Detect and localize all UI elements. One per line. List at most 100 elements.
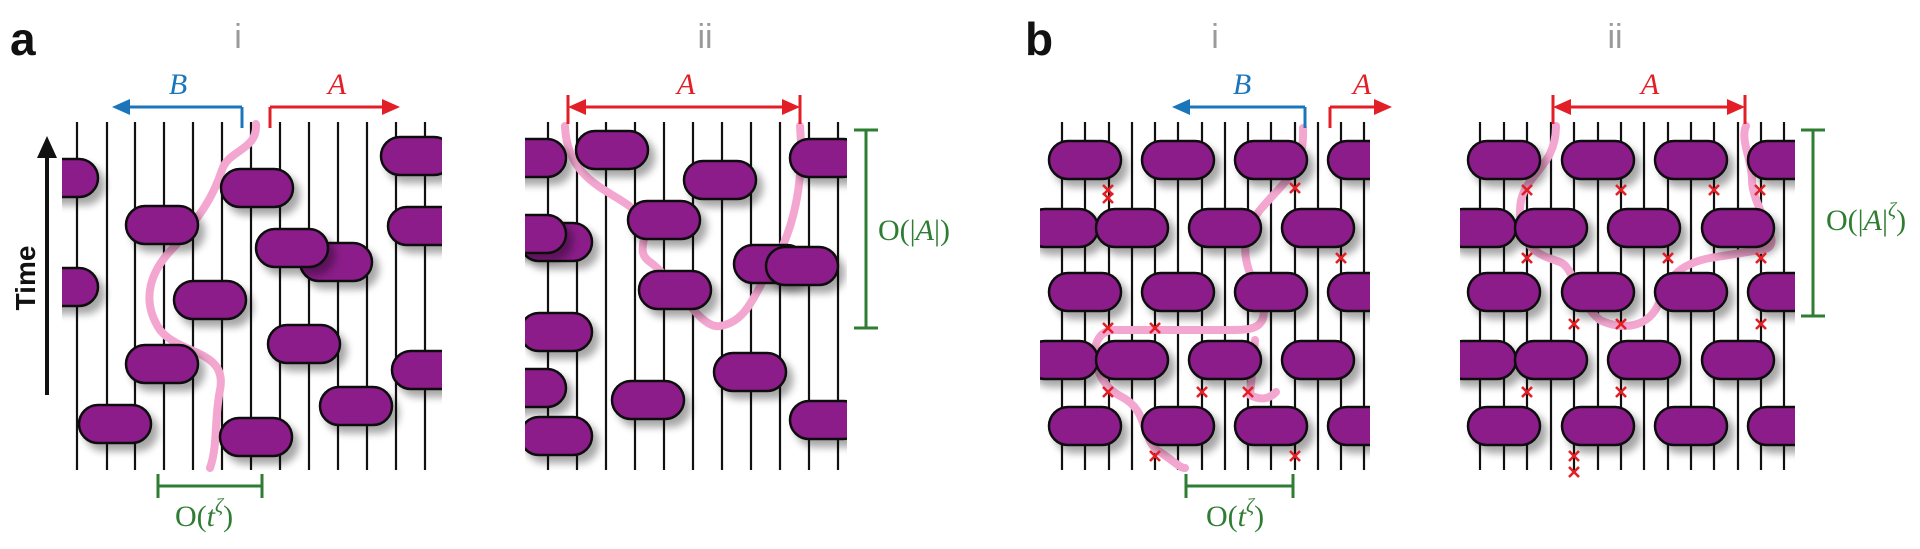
gate [1040,339,1100,381]
gate-group [1460,139,1795,447]
gate [574,129,650,171]
gate [525,415,594,457]
operator-spreading-path [1516,122,1776,330]
gate [1094,339,1170,381]
region-A-label-b-ii: A [1639,68,1660,101]
gate [266,323,342,365]
measurement-x-icon [1521,184,1533,196]
gate [1047,271,1123,313]
measurement-x-icon [1196,386,1208,398]
gate [1326,139,1370,181]
gate [1047,405,1123,447]
gate [788,399,847,441]
gate [712,351,788,393]
scaling-label-b-ii: O(|A|ζ) [1826,199,1906,237]
arrowhead-icon [382,99,400,115]
gate [1653,405,1729,447]
gate [764,245,840,287]
panel-letter-b: b [1025,13,1053,65]
region-A-label-b-i: A [1351,68,1372,101]
measurement-x-icon [1755,318,1767,330]
measurement-x-icon [1335,252,1347,264]
gate [1560,405,1636,447]
gate [62,157,100,199]
region-A-bracket-b-ii [1551,95,1747,124]
operator-spreading-path [1090,124,1308,472]
gate [1140,405,1216,447]
gate [172,279,248,321]
gate [1466,139,1542,181]
gate [1280,207,1356,249]
gate [1746,271,1795,313]
region-A-label-a-ii: A [675,68,696,101]
gate [1746,405,1795,447]
gate [626,199,702,241]
measurement-x-icon [1521,386,1533,398]
subpanel-label-a-i: i [234,18,242,56]
region-B-label-a-i: B [169,68,187,101]
region-B-label-b-i: B [1233,68,1251,101]
measurement-x-icon [1615,184,1627,196]
scaling-bracket-b-i [1184,474,1295,498]
measurement-x-icon [1102,192,1114,204]
gate [379,135,442,177]
gate [390,349,442,391]
gate [1513,207,1589,249]
measurement-x-icon [1754,184,1766,196]
measurement-x-icon [1568,450,1580,462]
gate [1560,139,1636,181]
subpanel-label-a-ii: ii [697,18,712,56]
gate [1233,271,1309,313]
gate-group [525,129,847,457]
gate [386,205,442,247]
gate [124,343,200,385]
gate [1606,207,1682,249]
gate [525,213,568,255]
panel-letter-a: a [10,13,36,65]
gate [219,167,295,209]
scaling-bracket-a-ii [854,128,878,330]
measurement-x-icon [1568,318,1580,330]
measurement-x-icon [1242,386,1254,398]
gate [1460,339,1518,381]
gate [1187,207,1263,249]
measurement-x-icon [1662,252,1674,264]
measurement-x-icon [1615,386,1627,398]
gate [1280,339,1356,381]
gate [318,385,394,427]
measurement-layer [1102,182,1767,478]
gate [62,266,100,308]
gate [1700,339,1776,381]
measurement-x-icon [1102,386,1114,398]
operator-spreading-path [145,120,260,472]
arrowhead-icon [1374,99,1392,115]
gate [1700,207,1776,249]
bracket-layer [112,95,1825,498]
measurement-x-icon [1149,322,1161,334]
gate [1233,405,1309,447]
gate [1047,139,1123,181]
measurement-x-icon [1149,450,1161,462]
gate [525,137,568,179]
region-B-bracket-a-i [112,99,244,128]
gate [1040,207,1100,249]
scaling-bracket-b-ii [1801,128,1825,318]
measurement-x-icon [1289,450,1301,462]
arrowhead-icon [1727,99,1745,115]
arrowhead-icon [1553,99,1571,115]
gate [1466,271,1542,313]
gate [1513,339,1589,381]
region-A-bracket-a-i [268,99,400,128]
scaling-label-a-i: O(tζ) [175,495,233,533]
gate [1746,139,1795,181]
gate [1140,139,1216,181]
gate [1653,139,1729,181]
subpanel-label-b-i: i [1211,18,1219,56]
measurement-x-icon [1615,318,1627,330]
gate [1187,339,1263,381]
scaling-label-b-i: O(tζ) [1206,495,1264,533]
arrowhead-icon [782,99,800,115]
arrowhead-icon [568,99,586,115]
gate [1560,271,1636,313]
